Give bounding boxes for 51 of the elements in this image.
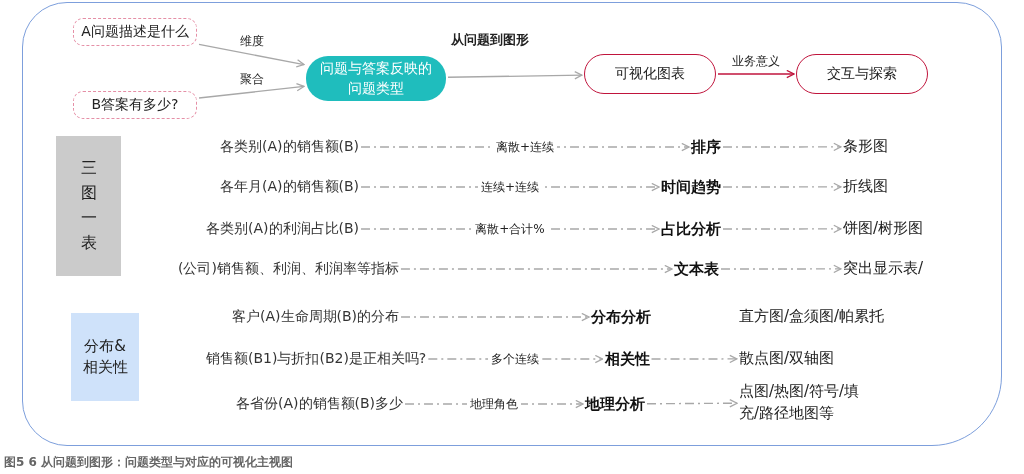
box-label: 问题与答案反映的问题类型 <box>320 58 432 98</box>
question-text: (公司)销售额、利润、利润率等指标 <box>178 260 399 278</box>
arrow <box>198 83 305 99</box>
arrow <box>447 71 583 80</box>
edge-label: 地理角色 <box>467 395 521 413</box>
question-text: 各类别(A)的销售额(B) <box>220 138 360 156</box>
diagram-heading: 从问题到图形 <box>451 31 529 49</box>
problem-type-text: 占比分析 <box>661 219 721 239</box>
arrow <box>722 182 842 192</box>
chart-type-text: 点图/热图/符号/填充/路径地图等 <box>739 381 869 425</box>
question-text: 各类别(A)的利润占比(B) <box>206 220 360 238</box>
problem-type-text: 相关性 <box>604 349 650 369</box>
arrow <box>650 354 738 364</box>
box-label: A问题描述是什么 <box>81 23 189 41</box>
edge-label: 离散+合计% <box>472 220 548 238</box>
arrow <box>722 224 842 234</box>
edge-label: 离散+连续 <box>493 138 558 156</box>
problem-type-text: 排序 <box>691 137 721 157</box>
question-text: 客户(A)生命周期(B)的分布 <box>232 308 400 326</box>
chart-type-text: 突出显示表/ <box>843 258 924 280</box>
chart-type-text: 饼图/树形图 <box>843 218 924 240</box>
edge-label: 业务意义 <box>729 52 783 70</box>
category-box <box>71 313 139 401</box>
figure-caption: 图5 6 从问题到图形：问题类型与对应的可视化主视图 <box>4 454 294 471</box>
problem-type-text: 分布分析 <box>591 307 651 327</box>
problem-type-text: 地理分析 <box>585 394 645 414</box>
category-box <box>56 136 121 276</box>
chart-type-text: 散点图/双轴图 <box>739 348 835 370</box>
arrow <box>720 264 842 274</box>
chart-type-text: 直方图/盒须图/帕累托 <box>739 306 885 328</box>
box-label: 可视化图表 <box>615 65 685 83</box>
box-label: 分布&相关性 <box>81 336 129 378</box>
chart-type-text: 折线图 <box>843 176 888 198</box>
question-text: 各年月(A)的销售额(B) <box>220 178 360 196</box>
problem-type-text: 文本表 <box>674 259 719 279</box>
arrow <box>400 264 673 274</box>
vertical-label: 三图一表 <box>80 157 97 254</box>
arrow <box>400 312 590 322</box>
problem-type-text: 时间趋势 <box>661 177 721 197</box>
arrow <box>717 69 795 79</box>
question-text: 各省份(A)的销售额(B)多少 <box>236 395 404 413</box>
question-text: 销售额(B1)与折扣(B2)是正相关吗? <box>206 350 427 368</box>
box-label: 交互与探索 <box>827 65 897 83</box>
chart-type-text: 条形图 <box>843 136 888 158</box>
box-label: B答案有多少? <box>91 96 179 114</box>
arrow <box>722 142 842 152</box>
dashed-rounded-box <box>73 18 197 46</box>
arrow <box>646 399 738 408</box>
arrow <box>198 43 305 68</box>
dashed-rounded-box <box>73 91 197 119</box>
process-pill <box>306 56 446 101</box>
